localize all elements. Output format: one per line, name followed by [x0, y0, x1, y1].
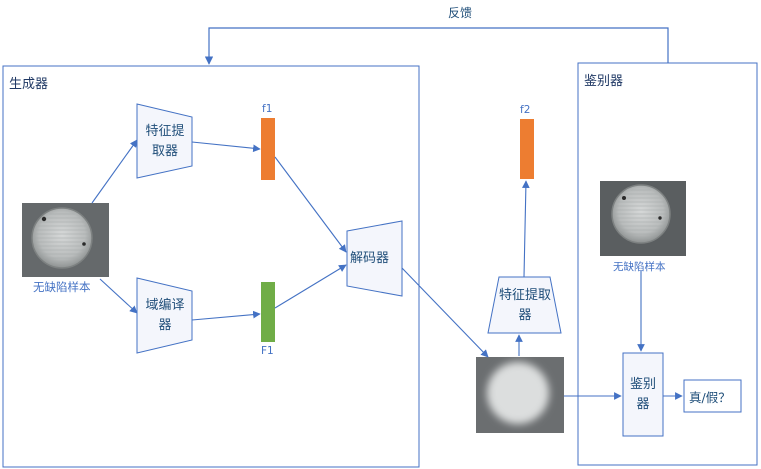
arrow-feature-extractor-to-f1 [191, 141, 261, 153]
arrow-f1-to-decoder [274, 156, 347, 253]
discriminator-node-label: 鉴别器 [629, 377, 656, 412]
second-feature-extractor-label: 特征提取器 [498, 288, 551, 323]
arrow-input-to-feature-extractor [91, 139, 138, 204]
f2-label: f2 [520, 104, 531, 116]
generator-title: 生成器 [9, 77, 49, 92]
feedback-arrow [204, 27, 669, 65]
generated-image [476, 357, 564, 433]
F1-feature-bar [261, 282, 275, 342]
second-feature-extractor-block [487, 276, 562, 334]
arrow-decoder-to-generated [401, 267, 489, 358]
decoder-label: 解码器 [350, 251, 390, 266]
input-sample-caption: 无缺陷样本 [33, 280, 91, 294]
discriminator-node-box [622, 352, 664, 437]
output-label: 真/假？ [689, 390, 731, 405]
domain-encoder-block [136, 277, 193, 354]
F1-label: F1 [261, 345, 274, 357]
f1-label: f1 [262, 103, 273, 115]
discriminator-sample-image [600, 181, 686, 256]
feature-extractor-label: 特征提取器 [145, 124, 185, 159]
arrow-F1-to-decoder [274, 264, 347, 309]
discriminator-title: 鉴别器 [584, 74, 624, 89]
feature-extractor-block [136, 103, 193, 179]
arrow-input-to-domain-encoder [99, 278, 138, 314]
f2-feature-bar [520, 119, 534, 179]
arrow-extractor-to-f2 [522, 180, 530, 278]
generator-frame [2, 65, 420, 468]
output-box [683, 379, 742, 413]
discriminator-sample-caption: 无缺陷样本 [613, 261, 666, 273]
arrows [91, 139, 683, 400]
domain-encoder-label: 域编译器 [145, 298, 185, 333]
input-sample-image [22, 203, 109, 277]
f1-feature-bar [261, 118, 275, 180]
arrow-domain-encoder-to-F1 [191, 310, 261, 321]
feedback-label: 反馈 [448, 6, 473, 20]
decoder-block [346, 220, 403, 297]
